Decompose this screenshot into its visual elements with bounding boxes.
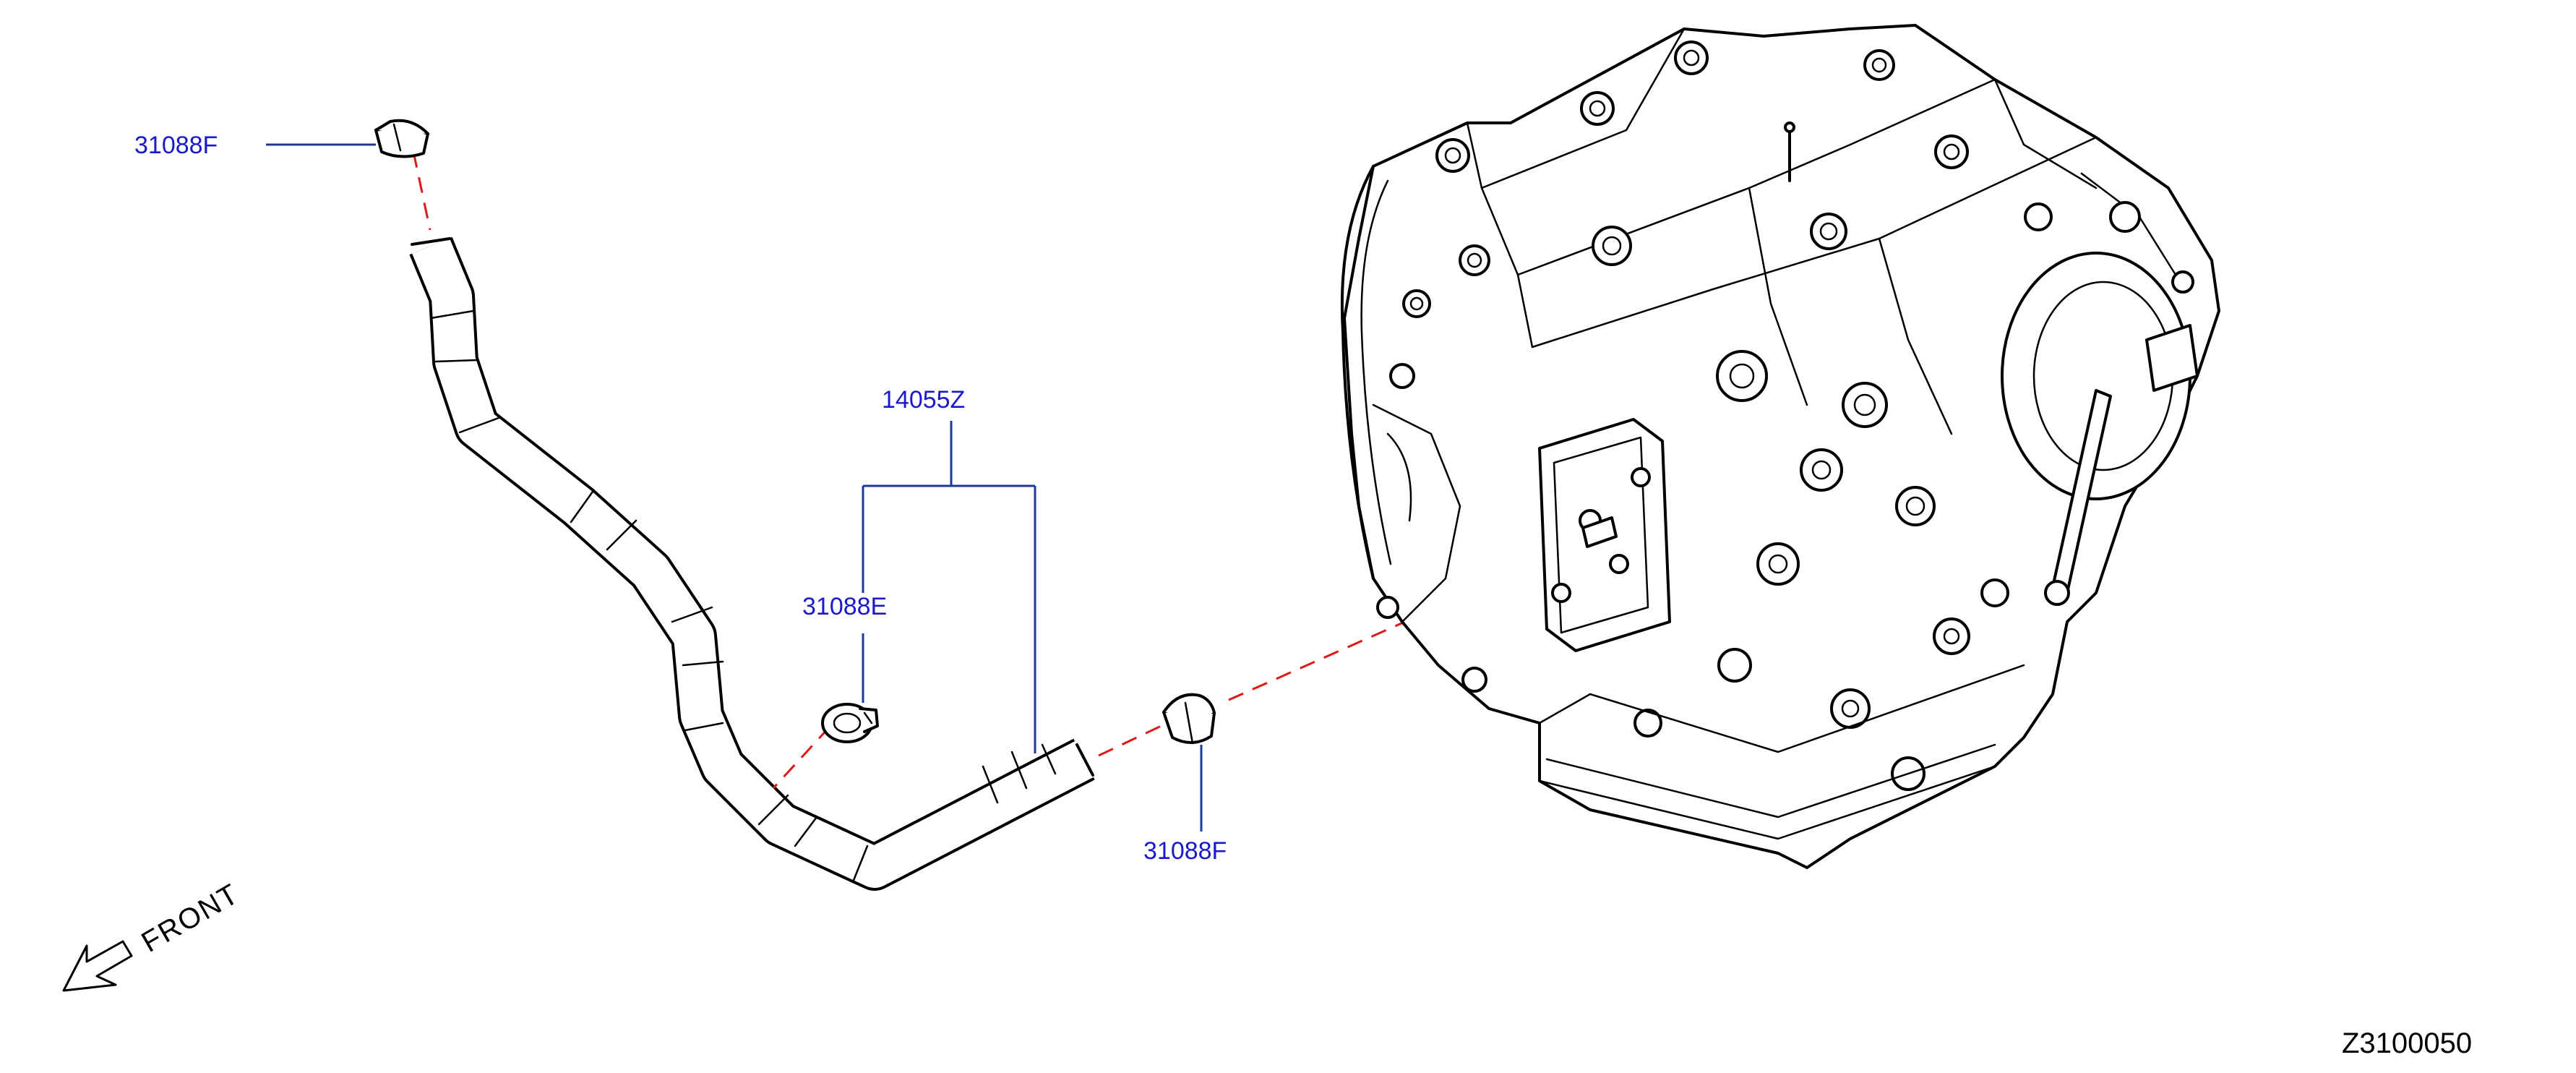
assembly-line-transmission [1228, 535, 1598, 701]
clamp-lower-31088f[interactable] [1162, 693, 1216, 745]
diagram-reference-code: Z3100050 [2342, 1027, 2472, 1059]
clamp-middle-31088e[interactable] [821, 703, 879, 743]
assembly-line-top [412, 151, 432, 231]
part-label-31088f-top[interactable]: 31088F [134, 132, 218, 159]
assembly-line-lower [1098, 722, 1168, 757]
leader-14055z [862, 421, 1036, 753]
front-indicator: FRONT [62, 878, 245, 992]
part-label-31088e[interactable]: 31088E [802, 593, 887, 620]
hose [409, 236, 1095, 891]
clamp-top-31088f[interactable] [374, 119, 429, 158]
front-arrow-icon [62, 940, 133, 992]
front-label: FRONT [137, 878, 245, 959]
part-label-31088f-lower[interactable]: 31088F [1143, 837, 1227, 865]
transmission [1340, 24, 2220, 869]
part-label-14055z[interactable]: 14055Z [882, 386, 965, 414]
assembly-line-clamp [772, 725, 831, 790]
